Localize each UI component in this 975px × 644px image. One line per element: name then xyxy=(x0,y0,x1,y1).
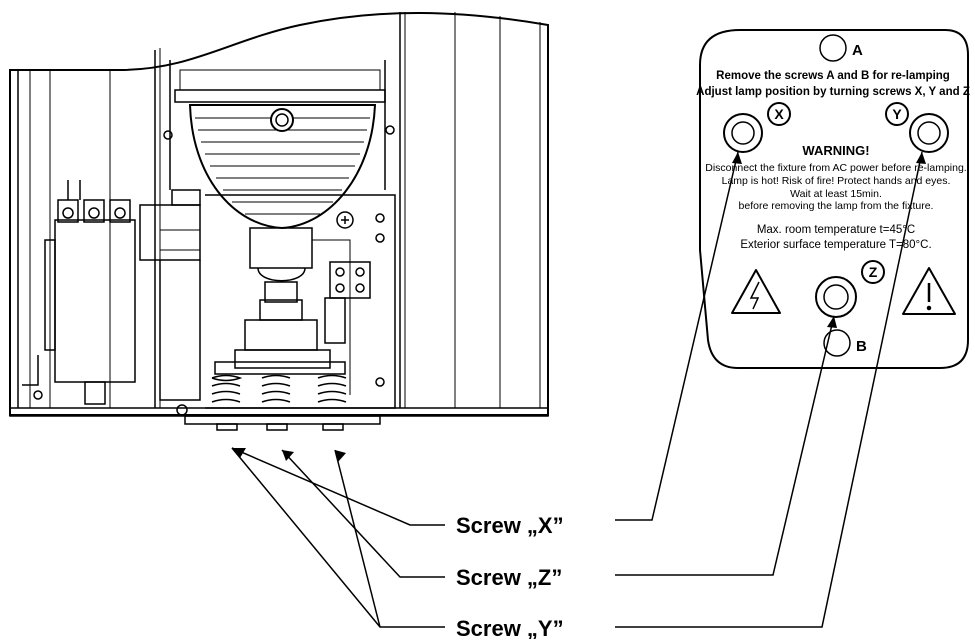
marker-y: Y xyxy=(892,106,902,122)
marker-b: B xyxy=(856,338,867,355)
screw-y-icon xyxy=(909,113,949,153)
warning-line-3: Wait at least 15min. xyxy=(790,188,882,200)
label-screw-x: Screw „X” xyxy=(456,513,564,538)
arrow-screw-x-right xyxy=(615,151,739,521)
arrow-screw-y-left xyxy=(231,447,445,628)
temperature-line-1: Max. room temperature t=45°C xyxy=(757,224,915,236)
plate-line-1: Remove the screws A and B for re-lamping xyxy=(716,70,950,82)
screw-x-icon xyxy=(723,113,763,153)
warning-title: WARNING! xyxy=(802,143,869,158)
label-screw-z: Screw „Z” xyxy=(456,565,562,590)
plate-line-2: Adjust lamp position by turning screws X… xyxy=(696,86,970,98)
warning-line-2: Lamp is hot! Risk of fire! Protect hands… xyxy=(722,175,951,187)
screw-b-icon xyxy=(823,329,851,357)
warning-icon xyxy=(902,267,956,315)
arrow-screw-y-right xyxy=(615,151,923,628)
warning-line-4: before removing the lamp from the fixtur… xyxy=(739,200,934,212)
screw-a-icon xyxy=(819,34,847,62)
arrow-screw-x-left xyxy=(231,447,445,526)
electric-hazard-icon xyxy=(731,269,781,314)
ballast-unit xyxy=(22,180,201,416)
warning-line-1: Disconnect the fixture from AC power bef… xyxy=(705,162,966,174)
marker-z: Z xyxy=(869,264,878,280)
arrow-screw-z-right xyxy=(615,315,835,576)
lamp-reflector xyxy=(169,60,386,431)
warning-plate: A Remove the screws A and B for re-lampi… xyxy=(696,29,970,369)
arrow-screw-z-left xyxy=(281,449,445,578)
callout-lines xyxy=(231,151,926,628)
label-screw-y: Screw „Y” xyxy=(456,616,564,639)
marker-a: A xyxy=(852,42,863,59)
marker-x: X xyxy=(774,106,784,122)
screw-z-icon xyxy=(815,276,857,318)
socket-bracket xyxy=(205,194,396,409)
adjust-springs xyxy=(211,374,347,403)
temperature-line-2: Exterior surface temperature T=80°C. xyxy=(740,239,931,251)
